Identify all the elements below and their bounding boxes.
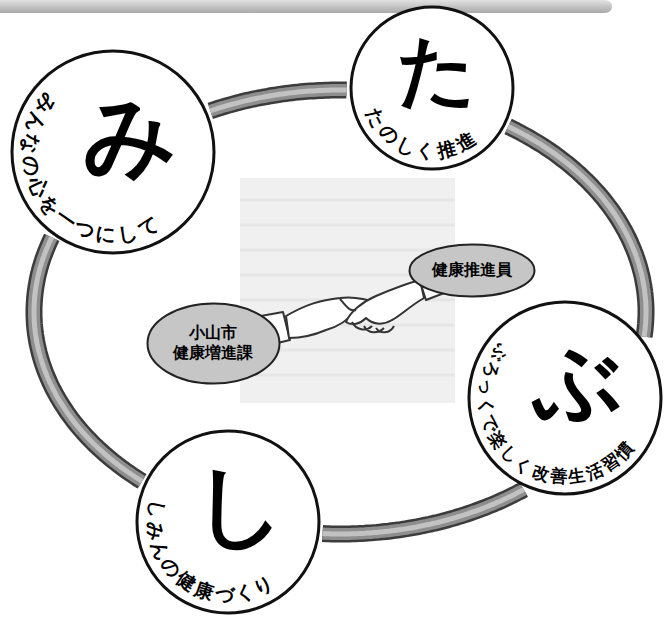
top-bar <box>0 0 612 13</box>
ring-stroke <box>210 90 346 111</box>
initial-circle: たたのしく推進 <box>349 5 515 171</box>
ring-band <box>323 490 524 535</box>
arc-char: 康 <box>192 579 216 603</box>
role-label: 小山市 健康増進課 <box>171 323 256 363</box>
circle-shape <box>137 431 319 613</box>
arc-caption: しみんの健康づくり <box>135 429 321 615</box>
ring-band <box>34 237 142 481</box>
arc-char: 改 <box>530 463 551 484</box>
big-initial: み <box>83 91 177 183</box>
texture-square <box>240 178 455 403</box>
big-initial: ぶ <box>533 337 623 425</box>
initial-circle: みみんなの心を一つにして <box>10 49 216 255</box>
arc-char: っ <box>477 378 496 397</box>
ring-stroke <box>210 90 346 111</box>
initial-circle: ししみんの健康づくり <box>135 429 321 615</box>
ring-stroke <box>34 237 142 481</box>
arc-char: づ <box>215 585 235 605</box>
arc-caption: たのしく推進 <box>349 5 515 171</box>
ring-stroke <box>34 237 142 481</box>
arc-char: 善 <box>549 468 567 486</box>
ring-stroke <box>34 237 142 481</box>
oval-shape <box>410 244 535 296</box>
role-label: 健康推進員 <box>432 260 512 280</box>
big-initial: た <box>397 31 477 109</box>
arc-char: て <box>135 213 162 240</box>
ring-stroke <box>323 490 524 535</box>
big-initial: し <box>194 460 286 550</box>
ring-stroke <box>210 90 346 111</box>
ring-stroke <box>323 490 524 535</box>
role-oval: 健康推進員 <box>408 243 536 298</box>
arc-char: な <box>20 134 42 156</box>
role-oval: 小山市 健康増進課 <box>146 302 281 385</box>
arc-char: に <box>95 223 117 245</box>
arc-caption: ぶろっくで楽しく改善生活習慣 <box>467 300 663 496</box>
arc-char: く <box>415 140 436 161</box>
ring-stroke <box>323 490 524 535</box>
oval-shape <box>147 303 279 383</box>
circle-shape <box>12 51 214 253</box>
arc-char: み <box>145 520 166 541</box>
arc-char: く <box>477 396 496 415</box>
circle-shape <box>351 7 513 169</box>
arc-char: し <box>145 499 167 521</box>
circle-shape <box>469 302 661 494</box>
arc-caption: みんなの心を一つにして <box>10 49 216 255</box>
ring-band <box>210 90 346 111</box>
initial-circle: ぶぶろっくで楽しく改善生活習慣 <box>467 300 663 496</box>
arc-char: つ <box>72 216 98 242</box>
arc-char: 生 <box>567 467 586 486</box>
